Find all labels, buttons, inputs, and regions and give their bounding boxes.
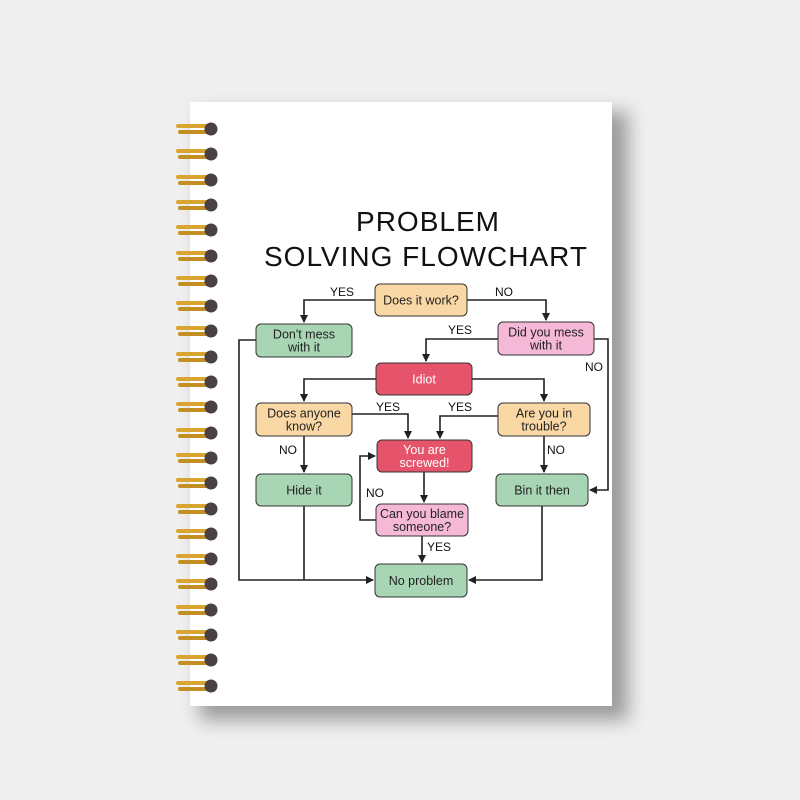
spiral-ring bbox=[176, 324, 220, 338]
node-label: Does anyone bbox=[267, 407, 341, 421]
node-box bbox=[255, 473, 353, 507]
node-box bbox=[255, 323, 353, 358]
node-label: trouble? bbox=[521, 420, 566, 434]
node-label: Don't mess bbox=[273, 328, 335, 342]
edge-label-blame-yes: YES bbox=[427, 540, 451, 554]
spiral-ring bbox=[176, 223, 220, 237]
edge-label-trouble-yes: YES bbox=[448, 400, 472, 414]
node-hide-it: Hide it bbox=[255, 473, 353, 507]
edge-label-work-no: NO bbox=[495, 285, 513, 299]
edge-label-mess-no: NO bbox=[585, 360, 603, 374]
spiral-ring bbox=[176, 426, 220, 440]
node-label: Idiot bbox=[412, 373, 436, 387]
spiral-ring bbox=[176, 577, 220, 591]
edge-arrow bbox=[422, 338, 498, 362]
edge-arrow bbox=[467, 299, 550, 321]
title-line-1: PROBLEM bbox=[356, 206, 500, 237]
spiral-ring bbox=[176, 147, 220, 161]
node-does-it-work: Does it work? bbox=[374, 283, 468, 317]
spiral-ring bbox=[176, 274, 220, 288]
edge-label-work-yes: YES bbox=[330, 285, 354, 299]
node-label: Can you blame bbox=[380, 507, 464, 521]
edge-arrow bbox=[300, 378, 376, 402]
node-box bbox=[255, 402, 353, 437]
node-label: someone? bbox=[393, 520, 451, 534]
edge-label-mess-yes: YES bbox=[448, 323, 472, 337]
edge-arrow bbox=[468, 506, 543, 584]
node-label: Are you in bbox=[516, 407, 572, 421]
node-no-problem: No problem bbox=[374, 563, 468, 598]
node-box bbox=[497, 402, 591, 437]
spiral-ring bbox=[176, 628, 220, 642]
edge-label-trouble-no: NO bbox=[547, 443, 565, 457]
edge-label-know-yes: YES bbox=[376, 400, 400, 414]
node-label: know? bbox=[286, 420, 322, 434]
node-box bbox=[495, 473, 589, 507]
node-label: You are bbox=[403, 443, 446, 457]
node-box bbox=[374, 563, 468, 598]
spiral-ring bbox=[176, 122, 220, 136]
spiral-ring bbox=[176, 198, 220, 212]
node-box bbox=[497, 321, 595, 356]
node-label: Bin it then bbox=[514, 484, 570, 498]
node-label: No problem bbox=[389, 574, 454, 588]
node-label: with it bbox=[529, 339, 562, 353]
spiral-ring bbox=[176, 552, 220, 566]
spiral-ring bbox=[176, 400, 220, 414]
edge-arrow bbox=[589, 338, 609, 494]
edge-arrow bbox=[352, 413, 412, 439]
spiral-ring bbox=[176, 679, 220, 693]
node-bin-it: Bin it then bbox=[495, 473, 589, 507]
spiral-ring bbox=[176, 249, 220, 263]
node-box bbox=[374, 283, 468, 317]
edge-arrow bbox=[238, 339, 374, 584]
spiral-ring bbox=[176, 299, 220, 313]
node-box bbox=[375, 362, 473, 396]
node-label: Hide it bbox=[286, 484, 322, 498]
node-label: screwed! bbox=[399, 456, 449, 470]
node-box bbox=[376, 439, 473, 473]
edge-arrow bbox=[300, 299, 375, 323]
node-label: Did you mess bbox=[508, 326, 584, 340]
spiral-ring bbox=[176, 527, 220, 541]
spiral-ring bbox=[176, 173, 220, 187]
spiral-ring bbox=[176, 653, 220, 667]
title-line-2: SOLVING FLOWCHART bbox=[264, 241, 588, 272]
node-idiot: Idiot bbox=[375, 362, 473, 396]
flowchart-edges bbox=[238, 299, 609, 584]
edge-label-blame-no: NO bbox=[366, 486, 384, 500]
spiral-ring bbox=[176, 375, 220, 389]
node-label: with it bbox=[287, 341, 320, 355]
spiral-ring bbox=[176, 476, 220, 490]
node-label: Does it work? bbox=[383, 294, 459, 308]
spiral-ring bbox=[176, 502, 220, 516]
edge-label-know-no: NO bbox=[279, 443, 297, 457]
node-box bbox=[375, 503, 469, 537]
edge-arrow bbox=[359, 452, 376, 521]
spiral-ring bbox=[176, 451, 220, 465]
edge-arrow bbox=[472, 378, 548, 402]
spiral-ring bbox=[176, 350, 220, 364]
spiral-ring bbox=[176, 603, 220, 617]
edge-arrow bbox=[436, 415, 498, 439]
